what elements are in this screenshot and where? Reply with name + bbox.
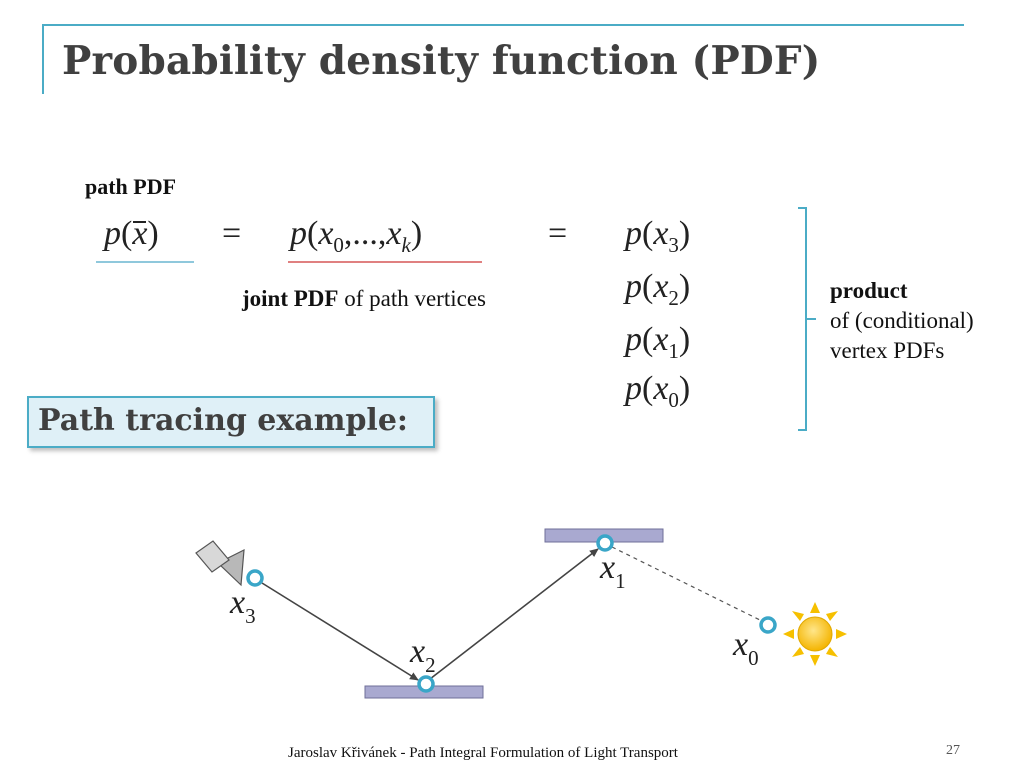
label-x2: x2 xyxy=(409,633,436,677)
product-bracket xyxy=(798,207,816,431)
lhs-underline xyxy=(96,261,194,263)
joint-pdf-bold: joint PDF xyxy=(242,286,339,311)
slide-title: Probability density function (PDF) xyxy=(62,38,821,84)
title-frame-left xyxy=(42,24,44,94)
overbar xyxy=(133,221,147,223)
product-bold: product xyxy=(830,278,908,303)
joint-x0: x xyxy=(318,215,334,252)
camera-icon xyxy=(195,540,245,587)
joint-p: p xyxy=(290,215,307,252)
label-x1: x1 xyxy=(599,549,626,593)
joint-sub0: 0 xyxy=(333,233,344,257)
vertex-x1 xyxy=(596,534,614,552)
product-caption: product of (conditional) vertex PDFs xyxy=(830,276,974,366)
lhs-p: p xyxy=(104,215,121,252)
label-x0: x0 xyxy=(732,626,759,670)
factor-x0: p(x0) xyxy=(625,370,691,412)
factor-x3: p(x3) xyxy=(625,215,691,257)
product-line2: of (conditional) xyxy=(830,308,974,333)
joint-dots: ,..., xyxy=(343,215,387,252)
factor-x1: p(x1) xyxy=(625,321,691,363)
footer-text: Jaroslav Křivánek - Path Integral Formul… xyxy=(288,745,678,761)
label-x3: x3 xyxy=(229,584,256,628)
vertex-x0 xyxy=(759,616,777,634)
segment-x2-x1 xyxy=(429,548,599,680)
title-frame-top xyxy=(42,24,964,26)
lhs-x-bar: x xyxy=(132,215,148,252)
equation-lhs: p(x) xyxy=(104,215,159,252)
joint-pdf-caption: joint PDF of path vertices xyxy=(242,286,486,312)
segment-x3-x2 xyxy=(261,582,419,681)
equation-joint: p(x0,...,xk) xyxy=(290,215,423,257)
equals-sign-2: = xyxy=(548,215,568,252)
segment-x1-x0 xyxy=(611,546,763,622)
joint-pdf-rest: of path vertices xyxy=(338,286,486,311)
sun-icon xyxy=(783,602,847,666)
equals-sign-1: = xyxy=(222,215,242,252)
vertex-x3 xyxy=(246,569,264,587)
joint-underline xyxy=(288,261,482,263)
joint-xk: x xyxy=(386,215,402,252)
joint-subk: k xyxy=(401,233,411,257)
vertex-x2 xyxy=(417,675,435,693)
page-number: 27 xyxy=(946,743,960,758)
example-box xyxy=(27,396,435,448)
path-pdf-label: path PDF xyxy=(85,174,177,199)
factor-x2: p(x2) xyxy=(625,268,691,310)
product-line3: vertex PDFs xyxy=(830,338,945,363)
example-label: Path tracing example: xyxy=(38,403,408,438)
